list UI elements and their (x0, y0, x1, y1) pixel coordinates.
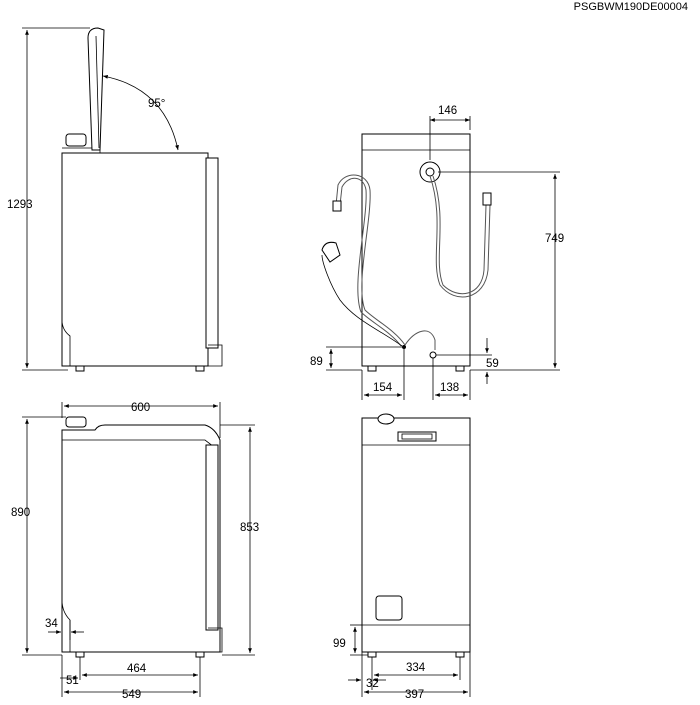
hose-inlet-width-label: 146 (438, 105, 457, 117)
lid-angle-arc (102, 75, 179, 151)
width-label: 397 (405, 689, 424, 700)
rear-foot (195, 365, 205, 372)
height-body-label: 853 (240, 522, 259, 534)
filter-hatch (375, 595, 403, 621)
rear-panel (205, 157, 219, 349)
inlet-low-point (429, 351, 437, 359)
side-foot-offset-label: 32 (366, 678, 379, 690)
feet-spacing-label: 464 (127, 663, 147, 675)
front-view: 99 334 32 397 (333, 413, 471, 701)
foot-height-label: 99 (333, 638, 346, 650)
depth-base-label: 549 (122, 689, 141, 700)
rear-cabinet (361, 133, 471, 367)
side-view-closed: 600 890 853 34 464 51 549 (11, 402, 259, 701)
front-foot (75, 365, 85, 372)
height-label: 890 (11, 507, 30, 519)
inlet-hose (429, 175, 491, 298)
front-feet-spacing-label: 334 (406, 662, 426, 674)
cabinet-outline (61, 152, 209, 367)
side-cabinet (61, 424, 221, 653)
inlet-low-offset-label: 138 (440, 382, 459, 394)
side-view-lid-open: 95° 1293 (7, 27, 223, 372)
rear-foot-left (367, 365, 377, 372)
open-lid (87, 27, 105, 151)
front-control-knob (377, 413, 395, 425)
drain-height-label: 89 (310, 356, 323, 368)
total-height-label: 1293 (7, 199, 33, 211)
depth-top-label: 600 (131, 402, 150, 414)
document-code: PSGBWM190DE00004 (574, 1, 688, 13)
inlet-hose-connector (482, 192, 492, 206)
control-knob (65, 133, 87, 147)
drain-hose-end (332, 200, 342, 212)
lid-angle-label: 95° (148, 98, 165, 110)
front-foot-offset-label: 51 (66, 675, 79, 687)
power-plug (321, 241, 341, 263)
rear-foot-right (455, 365, 465, 372)
control-panel-display (397, 431, 437, 442)
rear-view: 146 749 89 59 154 138 (310, 105, 564, 400)
power-cable (321, 254, 403, 347)
drain-offset-label: 154 (373, 382, 393, 394)
toe-height-label: 34 (45, 618, 58, 630)
drain-hose (335, 174, 406, 346)
side-control-knob (65, 416, 87, 428)
inlet-height-label: 749 (545, 233, 564, 245)
inlet-low-height-label: 59 (486, 358, 499, 370)
